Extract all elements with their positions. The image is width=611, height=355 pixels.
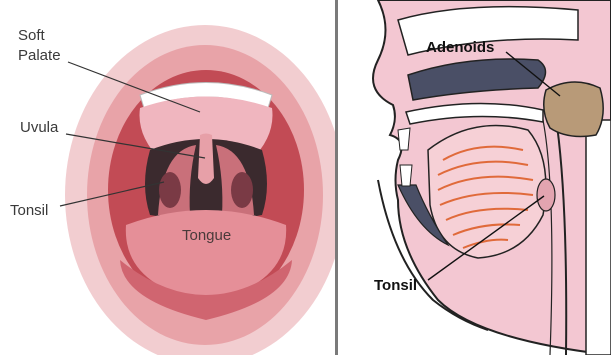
sagittal-illustration: Adenoids Tonsil [338, 0, 611, 355]
mouth-front-illustration: Soft Palate Uvula Tonsil Tongue [0, 0, 335, 355]
uvula-label: Uvula [20, 119, 59, 136]
right-tonsil [231, 172, 253, 208]
left-tonsil [159, 172, 181, 208]
uvula [198, 134, 214, 185]
adenoids-label: Adenoids [426, 39, 494, 56]
head-sagittal-view: Adenoids Tonsil [338, 0, 611, 355]
soft-palate-label-line2: Palate [18, 47, 61, 64]
palatine-tonsil [537, 179, 555, 211]
mouth-front-view: Soft Palate Uvula Tonsil Tongue [0, 0, 335, 355]
upper-teeth [398, 128, 410, 150]
spine [586, 120, 611, 355]
tonsil-label-left: Tonsil [10, 202, 48, 219]
soft-palate-label-line1: Soft [18, 27, 46, 44]
lower-teeth [400, 165, 412, 186]
tonsil-label-right: Tonsil [374, 277, 417, 294]
tongue-label: Tongue [182, 227, 231, 244]
